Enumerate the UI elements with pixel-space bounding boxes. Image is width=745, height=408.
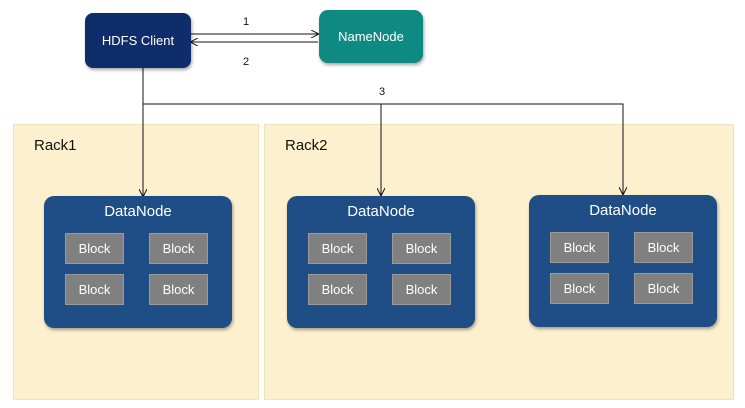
namenode-label: NameNode bbox=[338, 29, 404, 44]
datanode-3-block-3: Block bbox=[550, 273, 609, 304]
datanode-2-block-3: Block bbox=[308, 274, 367, 305]
step-1-label: 1 bbox=[243, 16, 250, 28]
rack-2-label: Rack2 bbox=[285, 137, 328, 154]
hdfs-client-node: HDFS Client bbox=[85, 13, 191, 68]
datanode-3-block-1: Block bbox=[550, 232, 609, 263]
datanode-2-title: DataNode bbox=[347, 203, 415, 220]
datanode-3-title: DataNode bbox=[589, 202, 657, 219]
datanode-2-block-4: Block bbox=[392, 274, 451, 305]
datanode-2-block-2: Block bbox=[392, 233, 451, 264]
hdfs-client-label: HDFS Client bbox=[101, 33, 175, 48]
namenode-node: NameNode bbox=[319, 10, 423, 63]
client-to-rack2-line bbox=[143, 103, 623, 194]
datanode-1-block-4: Block bbox=[149, 274, 208, 305]
datanode-1-block-3: Block bbox=[65, 274, 124, 305]
datanode-3-block-2: Block bbox=[634, 232, 693, 263]
step-2-label: 2 bbox=[243, 56, 250, 68]
step-3-label: 3 bbox=[379, 86, 386, 98]
datanode-1-title: DataNode bbox=[104, 203, 172, 220]
datanode-2: DataNode Block Block Block Block bbox=[287, 196, 475, 328]
datanode-1-block-2: Block bbox=[149, 233, 208, 264]
datanode-3-block-4: Block bbox=[634, 273, 693, 304]
datanode-2-block-1: Block bbox=[308, 233, 367, 264]
datanode-1: DataNode Block Block Block Block bbox=[44, 196, 232, 328]
datanode-3: DataNode Block Block Block Block bbox=[529, 195, 717, 327]
rack-1-label: Rack1 bbox=[34, 137, 77, 154]
datanode-1-block-1: Block bbox=[65, 233, 124, 264]
